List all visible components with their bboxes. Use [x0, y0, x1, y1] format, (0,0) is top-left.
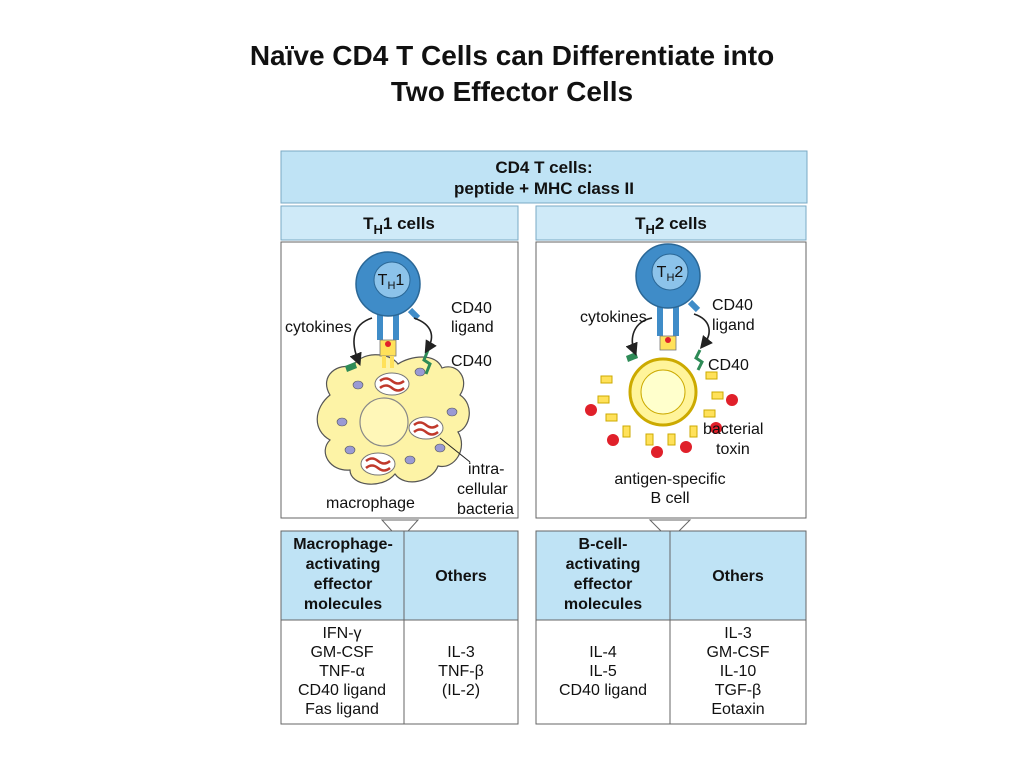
th2-cd40-arrow	[693, 313, 713, 350]
th2-toxin-line-1: bacterial	[703, 421, 763, 438]
th2-down-pointer	[648, 519, 692, 541]
vesicle	[336, 417, 348, 427]
bacterial-toxins	[585, 394, 738, 458]
th2-effector-molecule: IL-4	[589, 644, 617, 661]
title-line-2: Two Effector Cells	[390, 76, 634, 107]
th2-cd40-ligand-line-1: CD40	[712, 297, 753, 314]
bacteria-vacuole	[408, 416, 444, 440]
th1-effector-molecule: Fas ligand	[305, 701, 379, 718]
th1-cd40-receptor	[422, 349, 432, 375]
vesicle	[434, 443, 446, 453]
th2-effector-header-line: activating	[566, 556, 641, 573]
slide-title: Naïve CD4 T Cells can Differentiate into…	[0, 38, 1024, 110]
th2-others-header: Others	[712, 568, 764, 585]
th2-cell-label: TH2	[657, 264, 684, 284]
th1-effector-molecule: IFN-γ	[322, 625, 361, 642]
th2-cd40-label: CD40	[708, 357, 749, 374]
th2-effector-molecule: IL-5	[589, 663, 617, 680]
th2-peptide	[665, 337, 671, 343]
bcell-receptors	[597, 371, 724, 446]
th1-effector-header-line: effector	[314, 576, 373, 593]
vesicle	[344, 445, 356, 455]
vesicle	[414, 367, 426, 377]
th2-table-header	[535, 530, 807, 621]
th1-cytokines-arrow	[349, 317, 373, 366]
th1-nucleus	[373, 261, 411, 299]
th1-table-body	[280, 619, 519, 725]
th2-effector-molecule: CD40 ligand	[559, 682, 647, 699]
th2-toxin-line-2: toxin	[716, 441, 750, 458]
th1-cd40-ligand-line-2: ligand	[451, 319, 494, 336]
th1-cd40-ligand-line-1: CD40	[451, 300, 492, 317]
intracellular-pointer	[439, 437, 471, 463]
th2-other-molecule: IL-10	[720, 663, 757, 680]
th1-effector-header-line: activating	[306, 556, 381, 573]
th1-intracellular-line-3: bacteria	[457, 501, 514, 518]
th1-heading-box	[280, 205, 519, 241]
cd4-header-line-1: CD4 T cells:	[495, 158, 592, 177]
th1-others-header: Others	[435, 568, 487, 585]
th2-cd40-ligand-line-2: ligand	[712, 317, 755, 334]
bcell-nucleus	[640, 369, 686, 415]
th2-effector-header-line: B-cell-	[579, 536, 628, 553]
th2-other-molecule: IL-3	[724, 625, 752, 642]
th2-cd40l-stalk	[687, 299, 701, 313]
bacteria-vacuole	[360, 452, 396, 476]
th2-cd40-receptor	[694, 349, 704, 371]
vesicle	[404, 455, 416, 465]
th1-other-molecule: (IL-2)	[442, 682, 480, 699]
vesicle	[446, 407, 458, 417]
th2-effector-header-line: molecules	[564, 596, 642, 613]
th1-table-header	[280, 530, 519, 621]
th1-effector-molecule: TNF-α	[319, 663, 365, 680]
th2-cytokines-label: cytokines	[580, 309, 647, 326]
bacteria-vacuole	[374, 372, 410, 396]
th1-cell-label: TH1	[378, 272, 405, 292]
th1-cytokines-label: cytokines	[285, 319, 352, 336]
th1-peptide	[385, 341, 391, 347]
th1-effector-header-line: molecules	[304, 596, 382, 613]
cd4-header-line-2: peptide + MHC class II	[454, 179, 634, 198]
th1-mhc-stalk	[382, 356, 394, 368]
th2-bcell-line-1: antigen-specific	[614, 471, 725, 488]
cd4-header-box	[280, 150, 808, 204]
th1-other-molecule: TNF-β	[438, 663, 484, 680]
th2-cytokines-arrow	[625, 317, 653, 356]
th2-other-molecule: TGF-β	[715, 682, 762, 699]
th1-intracellular-line-2: cellular	[457, 481, 508, 498]
th1-effector-molecule: CD40 ligand	[298, 682, 386, 699]
th2-table-body	[535, 619, 807, 725]
th2-other-molecule: GM-CSF	[706, 644, 769, 661]
th2-heading: TH2 cells	[635, 214, 707, 237]
th1-effector-header: Macrophage- activating effector molecule…	[293, 536, 393, 613]
th1-other-molecule: IL-3	[447, 644, 475, 661]
macrophage-nucleus	[359, 397, 409, 447]
vesicle	[352, 380, 364, 390]
th1-cd40-arrow	[413, 317, 437, 354]
th1-effector-header-line: Macrophage-	[293, 536, 393, 553]
th1-down-pointer	[380, 519, 420, 541]
th1-effector-molecule: GM-CSF	[310, 644, 373, 661]
th2-other-molecule: Eotaxin	[711, 701, 764, 718]
th2-nucleus	[651, 253, 689, 291]
th1-mhc	[379, 339, 397, 357]
title-line-1: Naïve CD4 T Cells can Differentiate into	[249, 40, 775, 71]
th2-heading-box	[535, 205, 807, 241]
th2-bcell-line-2: B cell	[650, 490, 689, 507]
macrophage-label: macrophage	[326, 495, 415, 512]
th2-effector-header-line: effector	[574, 576, 633, 593]
th1-intracellular-line-1: intra-	[468, 461, 504, 478]
th1-heading: TH1 cells	[363, 214, 435, 237]
th1-cd40l-stalk	[407, 307, 421, 321]
th1-cd40-label: CD40	[451, 353, 492, 370]
